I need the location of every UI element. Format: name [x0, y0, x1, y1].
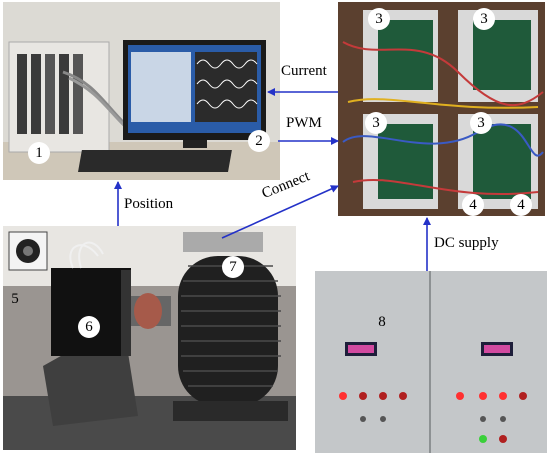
marker-3-mid-left: 3	[365, 112, 387, 134]
inverter-illustration	[338, 2, 545, 216]
marker-4-right: 4	[510, 194, 532, 216]
pwm-label: PWM	[286, 115, 322, 131]
marker-8: 8	[378, 314, 386, 330]
position-label: Position	[124, 196, 174, 212]
marker-6: 6	[78, 316, 100, 338]
cabinet-photo	[315, 271, 547, 453]
marker-2: 2	[248, 130, 270, 152]
motor-photo	[3, 226, 296, 450]
marker-7: 7	[222, 256, 244, 278]
dc-supply-label: DC supply	[434, 235, 499, 251]
cabinet-illustration	[315, 271, 547, 453]
marker-1: 1	[28, 142, 50, 164]
current-label: Current	[281, 63, 327, 79]
marker-3-mid-right: 3	[470, 112, 492, 134]
marker-3-top-right: 3	[473, 8, 495, 30]
controller-illustration	[3, 2, 280, 180]
marker-3-top-left: 3	[368, 8, 390, 30]
marker-5: 5	[11, 291, 19, 307]
inverter-photo	[338, 2, 545, 216]
connect-arrow	[221, 185, 339, 239]
controller-photo	[3, 2, 280, 180]
motor-illustration	[3, 226, 296, 450]
marker-4-left: 4	[462, 194, 484, 216]
